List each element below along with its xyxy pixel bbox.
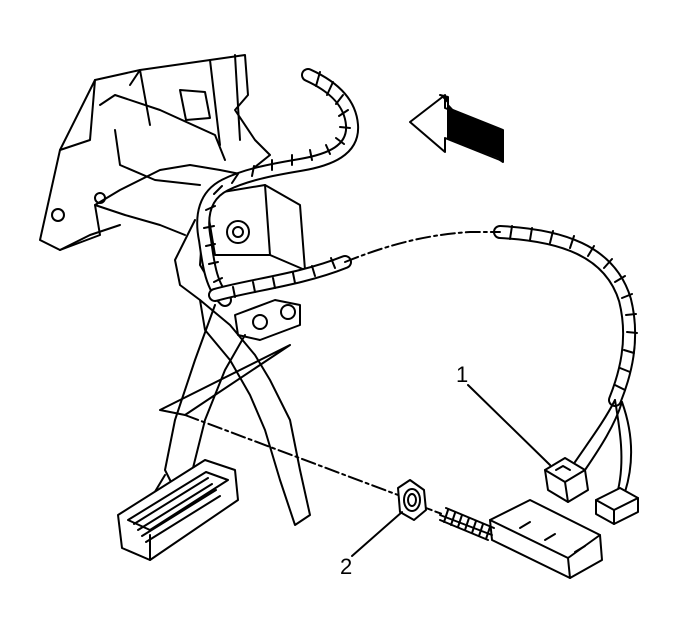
front-direction-arrow	[409, 94, 504, 163]
pedal-pad	[117, 459, 239, 561]
installation-guides	[159, 344, 443, 515]
harness-routing-line	[344, 231, 501, 263]
callout-1-leader	[467, 384, 551, 466]
harness-connector-1	[544, 457, 589, 503]
callout-number-1: 1	[456, 362, 469, 387]
harness-connector-2	[595, 487, 639, 525]
bracket-switch-housing	[174, 184, 306, 301]
callout-number-2: 2	[340, 554, 353, 579]
switch-retainer	[397, 479, 427, 521]
connector-wires	[574, 399, 633, 493]
brake-light-switch	[439, 499, 603, 579]
callout-2-leader	[351, 511, 403, 557]
wiring-harness	[196, 68, 638, 407]
pedal-bracket	[39, 54, 271, 251]
